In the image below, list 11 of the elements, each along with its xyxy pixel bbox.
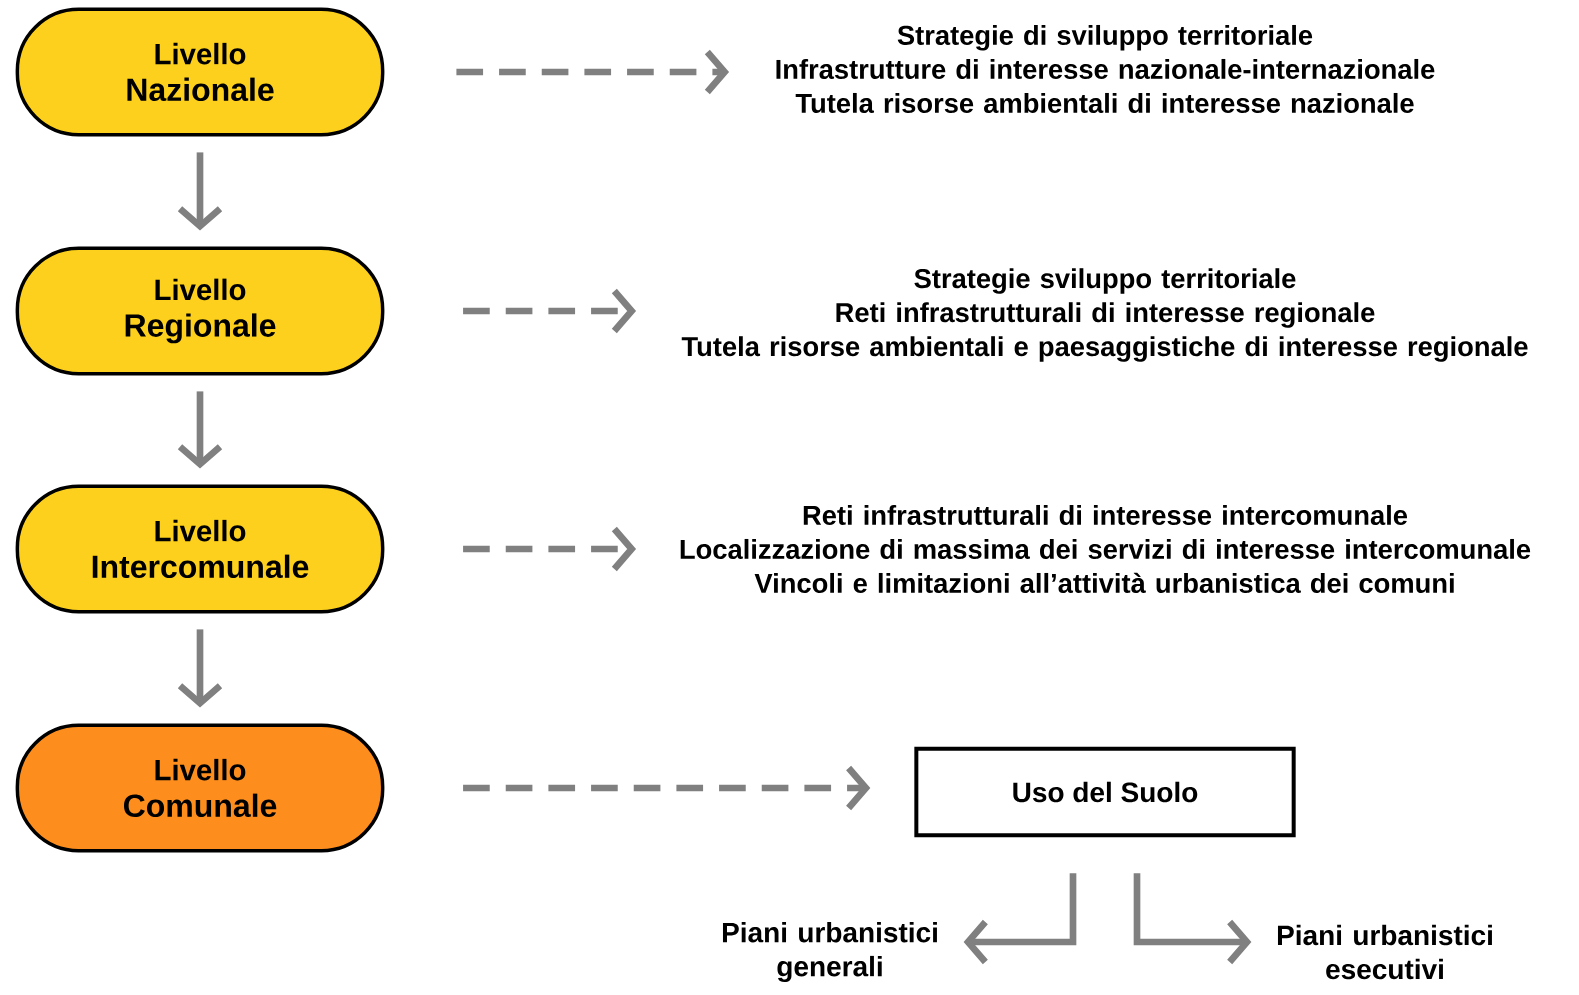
plan-label: Piani urbanistici esecutivi bbox=[1277, 924, 1492, 980]
description-text: Strategie di sviluppo territoriale Infrastrutture di interesse nazionale-internazionale Tutela risorse ambientali di interesse nazionale bbox=[776, 24, 1435, 114]
plan-label: Piani urbanistici generali bbox=[723, 921, 937, 983]
description-text: Strategie sviluppo territoriale Reti infrastrutturali di interesse regionale Tutela risorse ambientali e paesaggistiche di interesse regionale bbox=[681, 268, 1528, 362]
dashed-arrow bbox=[456, 49, 730, 95]
description-text: Reti infrastrutturali di interesse intercomunale Localizzazione di massima dei servizi di interesse intercomunale Vincoli e limitazioni all’attività urbanistica dei comuni bbox=[680, 504, 1531, 594]
level-pill: Livello Intercomunale bbox=[15, 484, 385, 614]
level-pill: Livello Nazionale bbox=[15, 7, 385, 137]
process-box: Uso del Suolo bbox=[914, 746, 1296, 838]
level-pill: Livello Comunale bbox=[15, 723, 385, 853]
level-pill: Livello Regionale bbox=[15, 246, 385, 376]
